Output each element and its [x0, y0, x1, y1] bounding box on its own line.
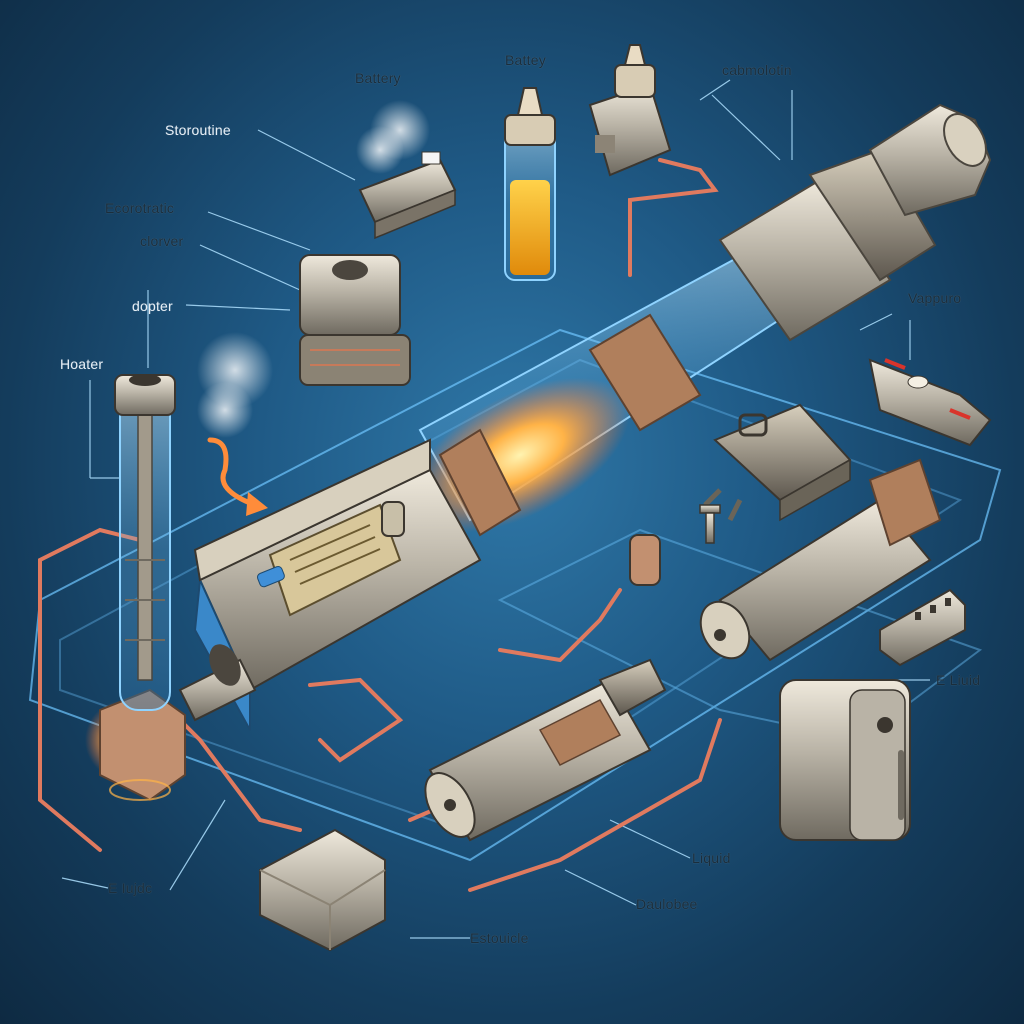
bracket-mechanism-icon — [703, 403, 852, 522]
label-hoater: Hoater — [60, 356, 104, 372]
e-liquid-bottle-icon — [504, 87, 556, 281]
label-estouicle: Estouicle — [470, 930, 529, 946]
chip-cube-icon — [299, 254, 411, 386]
vapor-smoke — [197, 100, 430, 438]
cartridge-icon — [699, 458, 942, 662]
label-clorver: clorver — [140, 233, 184, 249]
screw-icon — [699, 504, 721, 544]
heater-coil-icon — [114, 374, 176, 711]
label-battery-top: Battey — [505, 52, 546, 68]
label-dopter: dopter — [132, 298, 173, 314]
small-cylinder-icon — [629, 534, 661, 586]
battery-icon — [779, 679, 911, 841]
label-ecoorotratic: Ecorotratic — [105, 200, 175, 216]
label-eliquid-right: E Liuid — [936, 672, 981, 688]
label-battery: Battery — [355, 70, 401, 86]
label-daulobee: Daulobee — [636, 896, 698, 912]
terminal-block-icon — [879, 588, 966, 667]
label-cabmolation: cabmolotin — [722, 62, 792, 78]
vapor-sensor-icon — [868, 358, 992, 447]
vaporizer-device-icon — [178, 103, 992, 731]
label-liquid: Liquid — [692, 850, 731, 866]
label-vappuro: Vappuro — [908, 290, 962, 306]
storage-component-icon — [358, 151, 457, 240]
housing-box-icon — [259, 828, 386, 952]
label-eliquid-left: E Iujdc — [108, 880, 153, 896]
flow-arrow-icon — [207, 437, 258, 508]
label-storoutine: Storoutine — [165, 122, 231, 138]
connector-icon — [85, 688, 186, 802]
leader-lines — [61, 79, 930, 939]
dropper-unit-icon — [588, 44, 672, 177]
atomizer-icon — [424, 658, 667, 842]
